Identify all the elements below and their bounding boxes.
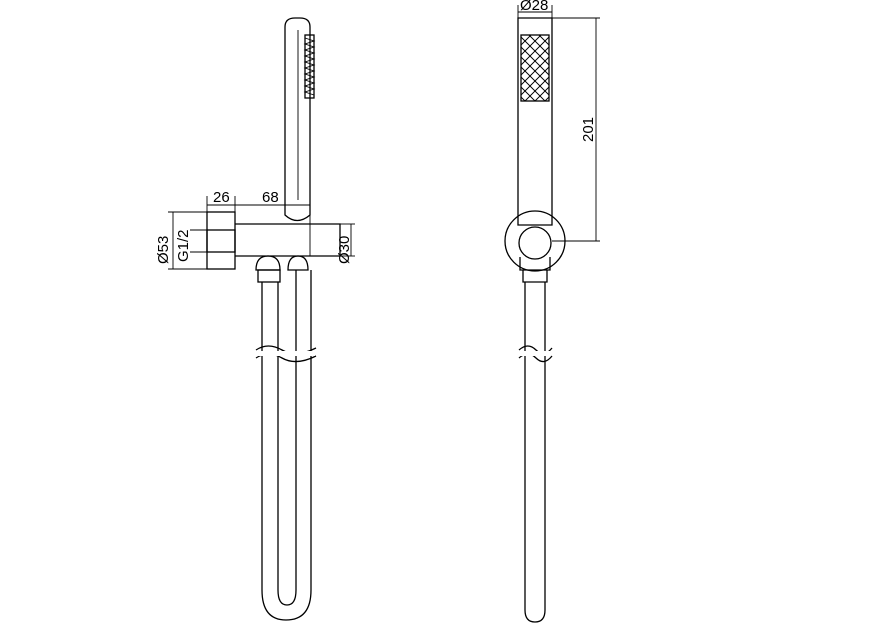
front-holder	[504, 210, 566, 283]
dim-handle-length: 201	[580, 117, 597, 142]
nozzle-pattern	[520, 34, 550, 102]
side-dimensions	[168, 196, 355, 270]
front-hose	[518, 282, 553, 623]
dim-thread: G1/2	[175, 229, 192, 262]
dim-handle-diameter: Ø28	[520, 0, 548, 14]
front-handle	[517, 17, 553, 226]
side-nozzle-strip	[304, 34, 315, 99]
front-holder-circle	[518, 226, 552, 260]
side-view: 26 68 Ø53 G1/2 Ø30	[155, 17, 355, 621]
hose-nut	[255, 255, 281, 271]
front-dimensions	[517, 5, 600, 242]
dim-projection: 26	[213, 189, 230, 206]
dim-outlet-diameter: Ø53	[155, 236, 172, 264]
thread-insert	[206, 229, 236, 253]
dim-bracket-length: 68	[262, 189, 279, 206]
front-view: Ø28 201	[504, 0, 600, 623]
side-hose	[255, 270, 317, 621]
dim-holder-diameter: Ø30	[336, 236, 353, 264]
side-handle	[284, 17, 316, 222]
wall-flange	[206, 211, 236, 270]
side-wall-bracket	[206, 211, 341, 283]
